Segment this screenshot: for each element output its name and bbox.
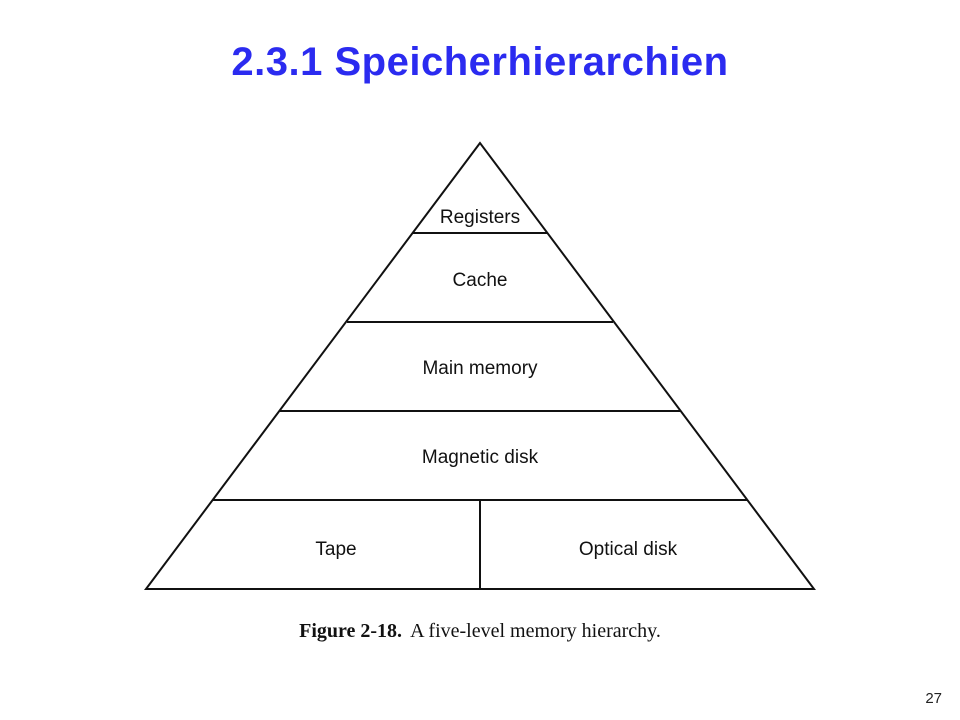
level-magnetic-disk: Magnetic disk xyxy=(422,447,539,468)
level-optical-disk: Optical disk xyxy=(579,539,678,560)
level-cache: Cache xyxy=(453,270,508,291)
level-main-memory: Main memory xyxy=(422,358,538,379)
figure-caption-label: Figure 2-18. xyxy=(299,620,403,642)
figure-caption-text: A five-level memory hierarchy. xyxy=(410,620,661,642)
level-tape: Tape xyxy=(315,539,356,560)
level-registers: Registers xyxy=(440,207,520,228)
slide-title: 2.3.1 Speicherhierarchien xyxy=(231,40,729,84)
figure-caption: Figure 2-18. A five-level memory hierarch… xyxy=(0,620,960,643)
page-number: 27 xyxy=(925,690,942,707)
